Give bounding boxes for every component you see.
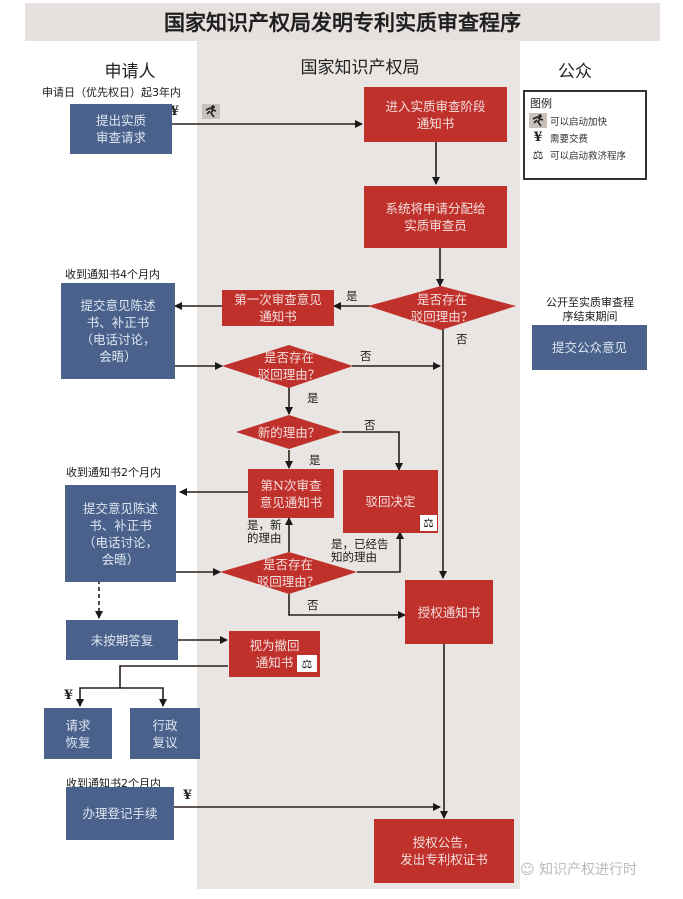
scale-icon: ⚖: [532, 147, 544, 162]
note-deadline-4mo: 收到通知书4个月内: [65, 268, 160, 281]
edge-label-d2-no: 否: [360, 349, 372, 363]
box-first-opinion[interactable]: 第一次审查意见 通知书: [222, 290, 334, 326]
box-assign-examiner[interactable]: 系统将申请分配给 实质审查员: [364, 186, 507, 248]
edge-label-d1-no: 否: [456, 332, 468, 346]
legend-label: 需要交费: [550, 133, 589, 145]
diamond-d1-label: 是否存在 驳回理由？: [410, 292, 474, 324]
note-public-period: 公开至实质审查程 序结束期间: [546, 296, 634, 323]
yen-icon: ¥: [170, 104, 180, 119]
rejection-label: 驳回决定: [365, 494, 416, 509]
box-no-reply[interactable]: 未按期答复: [66, 620, 178, 660]
legend-title: 图例: [530, 97, 552, 110]
box-submit-response-1[interactable]: 提交意见陈述 书、补正书 （电话讨论， 会晤）: [61, 283, 175, 379]
scale-icon: ⚖: [420, 515, 437, 531]
watermark-text: 知识产权进行时: [539, 862, 638, 878]
note-deadline-3yr: 申请日（优先权日）起3年内: [42, 86, 181, 99]
edge-label-d1-yes: 是: [346, 289, 358, 303]
title-band: [25, 3, 660, 41]
runner-icon: [202, 104, 220, 119]
wechat-icon: ☺: [520, 862, 535, 878]
note-deadline-2mo: 收到通知书2个月内: [66, 466, 161, 479]
watermark: ☺ 知识产权进行时: [520, 859, 637, 879]
legend-item: ¥ 需要交费: [525, 129, 645, 146]
edge-label-d4-no: 否: [307, 598, 319, 612]
note-deadline-2mo-registration: 收到通知书2个月内: [66, 777, 161, 790]
yen-icon: ¥: [533, 130, 543, 145]
legend-label: 可以启动加快: [550, 116, 608, 128]
box-registration[interactable]: 办理登记手续: [66, 787, 174, 840]
edge-label-d2-yes: 是: [307, 391, 319, 405]
column-header-applicant: 申请人: [104, 62, 156, 82]
box-admin-review[interactable]: 行政 复议: [130, 708, 200, 759]
column-header-public: 公众: [558, 62, 592, 82]
box-submit-response-2[interactable]: 提交意见陈述 书、补正书 （电话讨论， 会晤）: [65, 485, 176, 582]
legend: 图例 可以启动加快 ¥ 需要交费 ⚖ 可以启动救济程序: [523, 90, 647, 180]
yen-icon: ¥: [183, 788, 193, 803]
box-nth-opinion[interactable]: 第N次审查 意见通知书: [248, 469, 334, 518]
legend-label: 可以启动救济程序: [550, 150, 627, 162]
edge-label-d4-yes-new: 是，新 的理由: [247, 518, 282, 545]
diamond-d4-label: 是否存在 驳回理由？: [256, 557, 320, 589]
legend-item: 可以启动加快: [525, 112, 645, 129]
edge-label-d4-yes-old: 是，已经告 知的理由: [331, 537, 389, 564]
box-request-restore[interactable]: 请求 恢复: [44, 708, 112, 759]
box-grant-announce[interactable]: 授权公告， 发出专利权证书: [374, 819, 514, 883]
diamond-d3-label: 新的理由？: [257, 425, 321, 440]
runner-icon: [529, 113, 547, 128]
box-request-exam[interactable]: 提出实质 审查请求: [70, 104, 172, 154]
legend-item: ⚖ 可以启动救济程序: [525, 146, 645, 163]
box-public-opinion[interactable]: 提交公众意见: [532, 325, 647, 370]
scale-icon: ⚖: [297, 655, 317, 672]
edge-withdrawn-to-review: [120, 687, 167, 707]
diamond-d2-label: 是否存在 驳回理由？: [257, 350, 321, 382]
office-column-panel: [197, 41, 520, 889]
edge-label-d3-yes: 是: [309, 453, 321, 467]
edge-label-d3-no: 否: [364, 418, 376, 432]
box-grant-notice[interactable]: 授权通知书: [405, 580, 493, 644]
box-enter-stage[interactable]: 进入实质审查阶段 通知书: [364, 87, 507, 142]
page-title: 国家知识产权局发明专利实质审查程序: [164, 11, 521, 35]
yen-icon: ¥: [64, 688, 74, 703]
column-header-office: 国家知识产权局: [300, 58, 420, 78]
